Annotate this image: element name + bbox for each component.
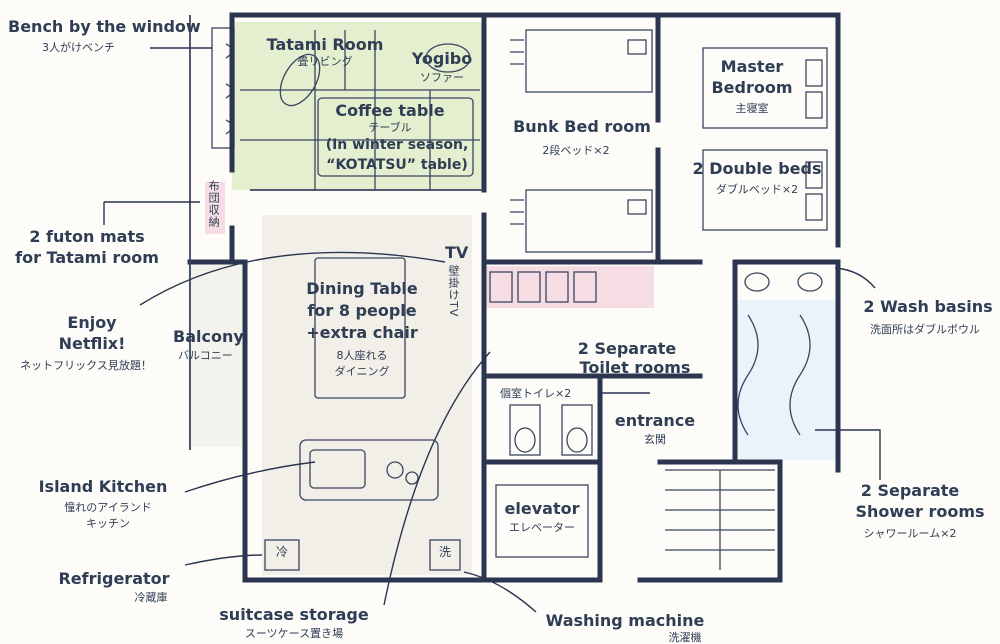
dining-table-label-2: for 8 people	[307, 301, 417, 320]
toilet-rooms-label-ja: 個室トイレ×2	[500, 387, 572, 400]
balcony-label: Balcony	[173, 327, 244, 346]
balcony-label-ja: バルコニー	[178, 349, 233, 362]
netflix-callout-2: Netflix!	[58, 334, 126, 353]
tatami-floor	[232, 22, 484, 190]
bench-callout-ja: 3人がけベンチ	[42, 41, 115, 54]
washing-machine-callout: Washing machine	[545, 611, 705, 630]
bunk-room-label: Bunk Bed room	[513, 117, 651, 136]
futon-closet-fill	[205, 182, 225, 234]
master-bedroom-label-2: Bedroom	[711, 78, 793, 97]
elevator-label: elevator	[504, 499, 580, 518]
island-kitchen-callout-ja-1: 憧れのアイランド	[64, 501, 152, 514]
coffee-table-label-ja: テーブル	[368, 121, 412, 134]
futon-callout-2: for Tatami room	[15, 248, 159, 267]
tatami-room-label: Tatami Room	[266, 35, 384, 54]
washer-mark: 洗	[438, 545, 452, 559]
dining-table-label-ja-1: 8人座れる	[336, 349, 388, 362]
suitcase-callout-ja: スーツケース置き場	[244, 627, 344, 640]
suitcase-callout: suitcase storage	[219, 605, 369, 624]
tv-label: TV	[445, 243, 469, 262]
double-beds-label: 2 Double beds	[692, 159, 822, 178]
shower-rooms-callout-1: 2 Separate	[860, 481, 960, 500]
bench-callout: Bench by the window	[8, 17, 201, 36]
bathroom-floor	[735, 300, 835, 460]
toilet-rooms-label-1: 2 Separate	[577, 339, 677, 358]
island-kitchen-callout-ja-2: キッチン	[86, 517, 130, 530]
tv-label-ja: 壁掛けTV	[447, 265, 461, 318]
master-bedroom-label-ja: 主寝室	[735, 102, 769, 115]
coffee-table-note-1: (In winter season,	[325, 137, 469, 153]
shower-rooms-callout-2: Shower rooms	[855, 502, 985, 521]
futon-callout-1: 2 futon mats	[29, 227, 145, 246]
entrance-label: entrance	[614, 411, 696, 430]
wash-basins-callout: 2 Wash basins	[863, 297, 993, 316]
bunk-room-label-ja: 2段ベッド×2	[542, 144, 610, 157]
coffee-table-note-2: “KOTATSU” table)	[326, 157, 468, 173]
shower-rooms-callout-ja: シャワールーム×2	[863, 527, 957, 540]
tatami-room-label-ja: 畳リビング	[297, 55, 353, 68]
dining-table-label-3: +extra chair	[306, 323, 418, 342]
wash-basins-callout-ja: 洗面所はダブルボウル	[870, 323, 980, 336]
refrigerator-callout: Refrigerator	[58, 569, 170, 588]
futon-closet-label: 布団収納	[207, 180, 221, 228]
yogibo-label-ja: ソファー	[420, 71, 464, 84]
refrigerator-callout-ja: 冷蔵庫	[134, 591, 168, 604]
balcony-floor	[188, 262, 243, 447]
dining-table-label-ja-2: ダイニング	[334, 365, 390, 378]
master-bedroom-label-1: Master	[720, 57, 784, 76]
double-beds-label-ja: ダブルベッド×2	[715, 183, 799, 196]
elevator-label-ja: エレベーター	[509, 521, 575, 534]
dining-table-label-1: Dining Table	[306, 279, 418, 298]
entrance-label-ja: 玄関	[644, 433, 666, 446]
netflix-callout-ja: ネットフリックス見放題！	[20, 359, 152, 372]
netflix-callout-1: Enjoy	[67, 313, 117, 332]
washing-machine-callout-ja: 洗濯機	[668, 631, 702, 644]
yogibo-label: Yogibo	[411, 49, 473, 68]
toilet-rooms-label-2: Toilet rooms	[579, 358, 691, 377]
coffee-table-label: Coffee table	[335, 101, 445, 120]
island-kitchen-callout: Island Kitchen	[38, 477, 168, 496]
fridge-mark: 冷	[275, 545, 289, 559]
dining-floor	[262, 215, 472, 575]
